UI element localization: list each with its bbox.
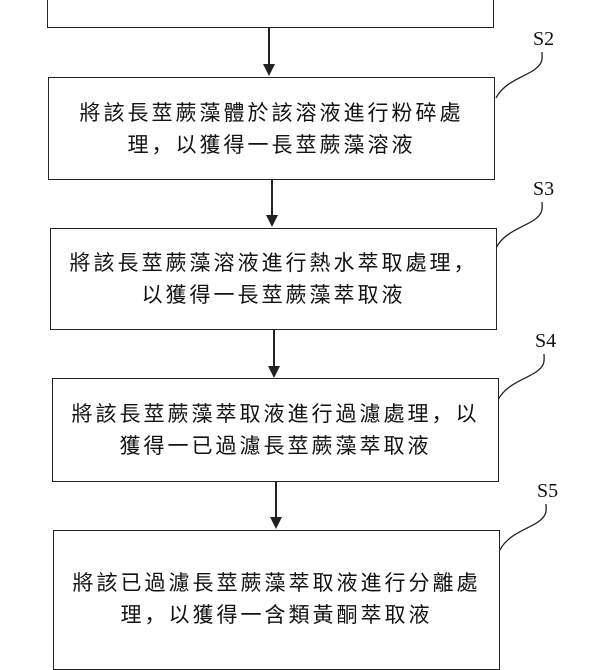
step-box-s1 bbox=[47, 0, 494, 28]
step-text-line: 將該長莖蕨藻體於該溶液進行粉碎處 bbox=[79, 100, 464, 125]
step-box-s2: 將該長莖蕨藻體於該溶液進行粉碎處 理，以獲得一長莖蕨藻溶液 bbox=[48, 77, 495, 180]
step-text-line: 將該長莖蕨藻溶液進行熱水萃取處理， bbox=[69, 251, 478, 275]
step-label-s2: S2 bbox=[533, 28, 555, 50]
step-box-s3: 將該長莖蕨藻溶液進行熱水萃取處理， 以獲得一長莖蕨藻萃取液 bbox=[50, 228, 497, 330]
connector-line bbox=[275, 482, 277, 517]
step-text-line: 將該已過濾長莖蕨藻萃取液進行分離處 bbox=[72, 571, 481, 595]
arrow-down-icon bbox=[270, 517, 282, 529]
step-text-line: 以獲得一長莖蕨藻萃取液 bbox=[141, 283, 406, 307]
arrow-down-icon bbox=[268, 366, 280, 378]
leader-line-s2 bbox=[495, 51, 543, 99]
leader-line-s5 bbox=[499, 503, 547, 551]
step-text-line: 將該長莖蕨藻萃取液進行過濾處理，以 bbox=[71, 402, 480, 426]
leader-line-s3 bbox=[495, 201, 543, 249]
step-label-s4: S4 bbox=[535, 330, 557, 352]
step-text-line: 理，以獲得一含類黃酮萃取液 bbox=[120, 603, 433, 627]
connector-line bbox=[271, 180, 273, 215]
step-box-s5: 將該已過濾長莖蕨藻萃取液進行分離處 理，以獲得一含類黃酮萃取液 bbox=[53, 530, 500, 670]
arrow-down-icon bbox=[266, 215, 278, 227]
connector-line bbox=[273, 330, 275, 366]
step-box-s4: 將該長莖蕨藻萃取液進行過濾處理，以 獲得一已過濾長莖蕨藻萃取液 bbox=[52, 378, 499, 482]
step-text-line: 獲得一已過濾長莖蕨藻萃取液 bbox=[119, 434, 432, 458]
step-label-s3: S3 bbox=[533, 178, 555, 200]
connector-line bbox=[268, 28, 270, 64]
leader-line-s4 bbox=[497, 353, 545, 401]
step-text-line: 理，以獲得一長莖蕨藻溶液 bbox=[127, 132, 416, 157]
arrow-down-icon bbox=[263, 64, 275, 76]
step-label-s5: S5 bbox=[537, 480, 559, 502]
